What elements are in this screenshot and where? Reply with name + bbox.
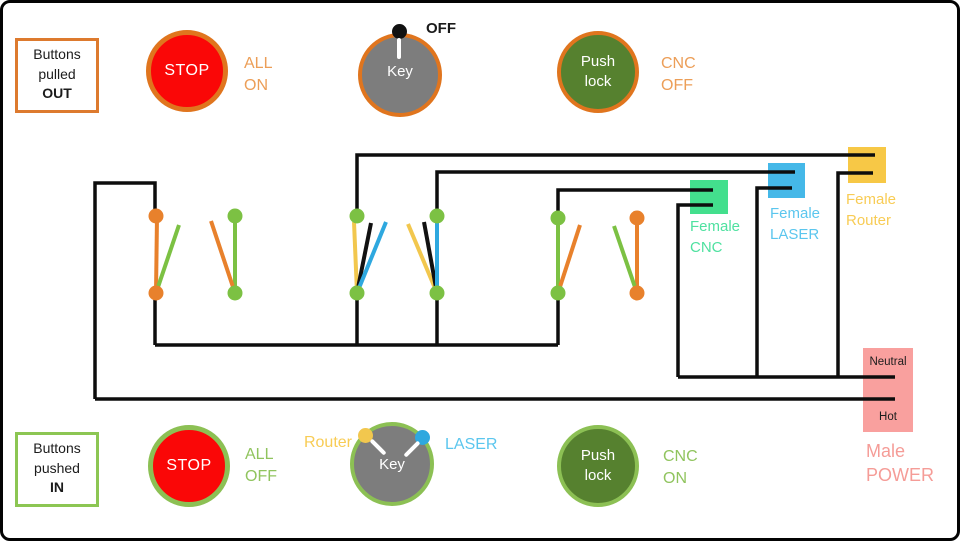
female-cnc-connector — [690, 180, 728, 214]
switch-terminal-key-laser-contact — [429, 285, 445, 301]
push-lock-label: Push lock — [581, 52, 615, 92]
female-router-label: Female Router — [846, 189, 896, 231]
wire-cnc-return — [676, 203, 713, 377]
wire-hot-feed-riser — [93, 181, 157, 399]
caption-line: CNC — [663, 448, 698, 465]
stop-button-pulled-out: STOP — [146, 30, 228, 112]
push-line: lock — [584, 467, 612, 484]
wire-laser-return — [755, 186, 792, 377]
wire-cnc-feed — [556, 188, 713, 218]
key-router-position-label: Router — [303, 434, 352, 451]
caption-line: ON — [663, 470, 687, 487]
caption-line: CNC — [661, 55, 696, 72]
hot-terminal-label: Hot — [879, 411, 897, 423]
push-out-caption: CNC OFF — [661, 53, 696, 97]
label-line: Female — [846, 191, 897, 208]
stop-button-label: STOP — [166, 457, 212, 474]
switch-terminal-stop-contact-out — [148, 208, 164, 224]
female-cnc-label: Female CNC — [690, 216, 740, 258]
switch-line-key-router-contact — [355, 222, 373, 294]
caption-line: ON — [244, 77, 268, 94]
wire-router-feed — [355, 153, 875, 216]
stop-button-label: STOP — [164, 62, 210, 79]
caption-line: ALL — [245, 446, 274, 463]
label-line: Male — [866, 441, 906, 461]
key-off-indicator-dot — [392, 24, 407, 39]
legend-line: pulled — [38, 65, 76, 82]
switch-terminal-key-router-contact — [349, 208, 365, 224]
push-line: Push — [580, 447, 616, 464]
wire-laser-feed — [435, 170, 795, 216]
stop-in-caption: ALL OFF — [245, 444, 277, 488]
push-line: lock — [584, 73, 612, 90]
push-line: Push — [580, 53, 616, 70]
male-power-connector: Neutral Hot — [863, 348, 913, 432]
legend-line: Buttons — [33, 46, 81, 62]
switch-terminal-stop-contact-in — [227, 208, 243, 224]
switch-terminal-pushlock-contact-out — [629, 210, 645, 226]
push-in-caption: CNC ON — [663, 446, 698, 490]
label-line: Router — [846, 212, 892, 229]
male-power-label: Male POWER — [866, 439, 934, 487]
key-off-position-label: OFF — [426, 20, 456, 37]
stop-out-caption: ALL ON — [244, 53, 272, 97]
switch-terminal-key-router-contact — [349, 285, 365, 301]
female-laser-label: Female LASER — [770, 203, 820, 245]
legend-buttons-pulled-out: Buttons pulled OUT — [15, 38, 99, 113]
push-lock-label: Push lock — [581, 446, 615, 486]
switch-line-pushlock-contact-out — [612, 225, 639, 294]
label-line: Female — [690, 218, 741, 235]
caption-line: OFF — [245, 468, 277, 485]
key-knob-label: Key — [387, 62, 413, 80]
caption-line: ALL — [244, 55, 273, 72]
switch-terminal-stop-contact-out — [148, 285, 164, 301]
label-line: LASER — [770, 226, 820, 243]
caption-line: OFF — [661, 77, 693, 94]
switch-line-key-router-contact — [352, 221, 359, 294]
label-line: Female — [770, 205, 821, 222]
switch-terminal-pushlock-contact-in — [550, 210, 566, 226]
key-pointer-off — [397, 38, 401, 59]
neutral-terminal-label: Neutral — [869, 356, 907, 368]
key-laser-position-label: LASER — [445, 436, 498, 453]
push-lock-button-bottom: Push lock — [557, 425, 639, 507]
label-line: POWER — [866, 465, 935, 485]
key-router-indicator-dot — [358, 428, 373, 443]
legend-buttons-pushed-in: Buttons pushed IN — [15, 432, 99, 507]
switch-terminal-pushlock-contact-in — [550, 285, 566, 301]
switch-line-stop-contact-out — [154, 224, 181, 294]
push-lock-button-top: Push lock — [557, 31, 639, 113]
switch-line-key-router-contact — [355, 221, 388, 294]
key-knob-label: Key — [379, 455, 405, 473]
switch-terminal-stop-contact-in — [227, 285, 243, 301]
switch-line-stop-contact-out — [154, 216, 159, 294]
switch-terminal-key-laser-contact — [429, 208, 445, 224]
legend-line: Buttons — [33, 440, 81, 456]
switch-terminal-pushlock-contact-out — [629, 285, 645, 301]
legend-line: OUT — [42, 85, 72, 101]
switch-line-key-laser-contact — [406, 223, 439, 294]
legend-line: pushed — [34, 459, 80, 476]
female-router-connector — [848, 147, 886, 183]
switch-line-pushlock-contact-in — [556, 224, 582, 294]
legend-line: IN — [50, 479, 64, 495]
switch-line-stop-contact-in — [209, 220, 237, 294]
wire-router-return — [836, 171, 873, 377]
label-line: CNC — [690, 239, 723, 256]
stop-button-pushed-in: STOP — [148, 425, 230, 507]
female-laser-connector — [768, 163, 805, 198]
switch-line-key-laser-contact — [422, 221, 439, 294]
